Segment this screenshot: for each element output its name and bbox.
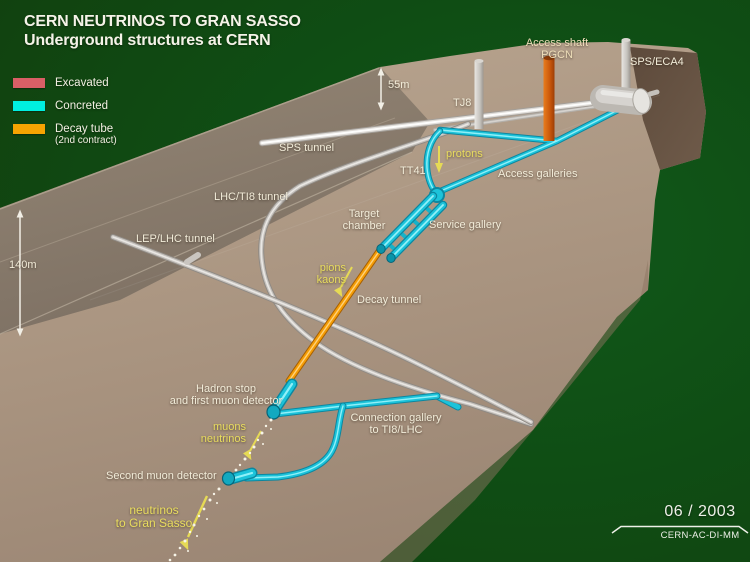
wall-base-line [0,151,413,335]
second-muon-branch-tube [242,402,347,482]
connection-gallery-label: Connection gallery to TI8/LHC [344,412,448,436]
lep-tunnel-stub [184,252,201,265]
decay-tube [285,246,384,385]
depth-55m-arrow [377,67,385,111]
wall-contour-line [0,117,396,263]
connection-gallery-label-line2: to TI8/LHC [369,423,423,436]
lhc-ti8-tunnel-label: LHC/TI8 tunnel [214,191,288,203]
decay-tube-swatch [13,124,45,134]
access-shaft-label-line1: Access shaft [525,37,589,49]
excavated-label: Excavated [55,77,109,89]
gallery-cross-links [385,204,435,254]
terrain-back-wall [630,47,706,170]
kaons-label-line: kaons [316,273,346,286]
tt41-label: TT41 [400,165,426,177]
footer-underline [611,525,749,534]
protons-label: protons [446,148,483,160]
eca4-shaft [621,38,631,92]
hadron-stop-label-line1: Hadron stop [196,383,256,395]
title-line1: CERN NEUTRINOS TO GRAN SASSO [24,13,301,30]
decay-tube-label: Decay tube (2nd contract) [55,123,117,147]
sps-tunnel-tube [258,96,620,147]
lhc-ti8-tunnel-tube [258,121,534,427]
neutrino-beam-dots [168,418,273,562]
concreted-swatch [13,101,45,111]
neutrinos-gran-sasso-label: neutrinos to Gran Sasso [108,504,200,529]
tt41-tube [423,127,444,197]
pgcn-shaft [543,55,555,141]
sps-tunnel-label: SPS tunnel [279,142,335,154]
eca4-stub [647,89,660,97]
title-line2: Underground structures at CERN [24,31,271,49]
second-muon-detector-label: Second muon detector [106,470,217,482]
page-title: CERN NEUTRINOS TO GRAN SASSO Underground… [24,13,301,50]
tj8-label: TJ8 [453,97,472,109]
eca4-cavern-cylinder [590,85,660,115]
access-shaft-label: Access shaft PGCN [509,37,605,61]
target-chamber-label-line2: chamber [342,219,386,232]
legend-item-concreted: Concreted [13,100,117,112]
decay-tunnel-label: Decay tunnel [357,294,422,306]
neutrinos-gs-label-line2: to Gran Sasso [115,515,193,530]
neutrinos-label-line: neutrinos [200,432,246,445]
pions-kaons-label: pions kaons [294,262,346,286]
depth-140m-arrow [16,209,24,337]
access-galleries-label: Access galleries [498,168,578,180]
footer-code: CERN-AC-DI-MM [660,530,740,541]
hadron-stop-label-line2: and first muon detector [169,394,283,407]
wall-crest-line [0,67,380,210]
neutrinos-gs-label-line1: neutrinos [129,503,179,517]
second-muon-detector-tube [221,467,258,486]
target-chamber-tube [376,191,438,254]
decay-tube-label-line2: (2nd contract) [55,135,117,146]
footer: 06 / 2003 CERN-AC-DI-MM [640,503,750,541]
hadron-stop-label: Hadron stop and first muon detector [148,383,304,407]
target-chamber-label-line1: Target [348,208,380,220]
tj8-shaft [474,59,484,129]
lep-lhc-tunnel-tube [110,234,534,425]
connection-gallery-label-line1: Connection gallery [350,412,442,424]
access-galleries-tube [432,106,622,197]
legend-item-excavated: Excavated [13,77,117,89]
legend-item-decay-tube: Decay tube (2nd contract) [13,123,117,147]
muons-neutrinos-label: muons neutrinos [188,421,246,445]
depth-55m-label: 55m [388,79,410,91]
service-gallery-label: Service gallery [429,219,502,231]
sps-eca4-label: SPS/ECA4 [630,56,684,68]
pions-label-line: pions [319,262,346,274]
muons-label-line: muons [212,421,246,433]
hadron-stop-tube [266,378,298,420]
footer-date: 06 / 2003 [664,503,736,520]
lep-lhc-tunnel-label: LEP/LHC tunnel [136,233,215,245]
depth-140m-label: 140m [9,259,37,271]
excavated-swatch [13,78,45,88]
concreted-label: Concreted [55,100,109,112]
target-chamber-label: Target chamber [330,208,398,232]
protons-arrow [435,146,443,173]
access-shaft-label-line2: PGCN [541,48,573,61]
target-chamber-service-gallery [376,187,448,263]
service-gallery-tube [386,200,448,263]
decay-tube-label-line1: Decay tube [55,123,114,135]
legend: Excavated Concreted Decay tube (2nd cont… [13,77,117,158]
pions-kaons-arrow [334,266,353,298]
